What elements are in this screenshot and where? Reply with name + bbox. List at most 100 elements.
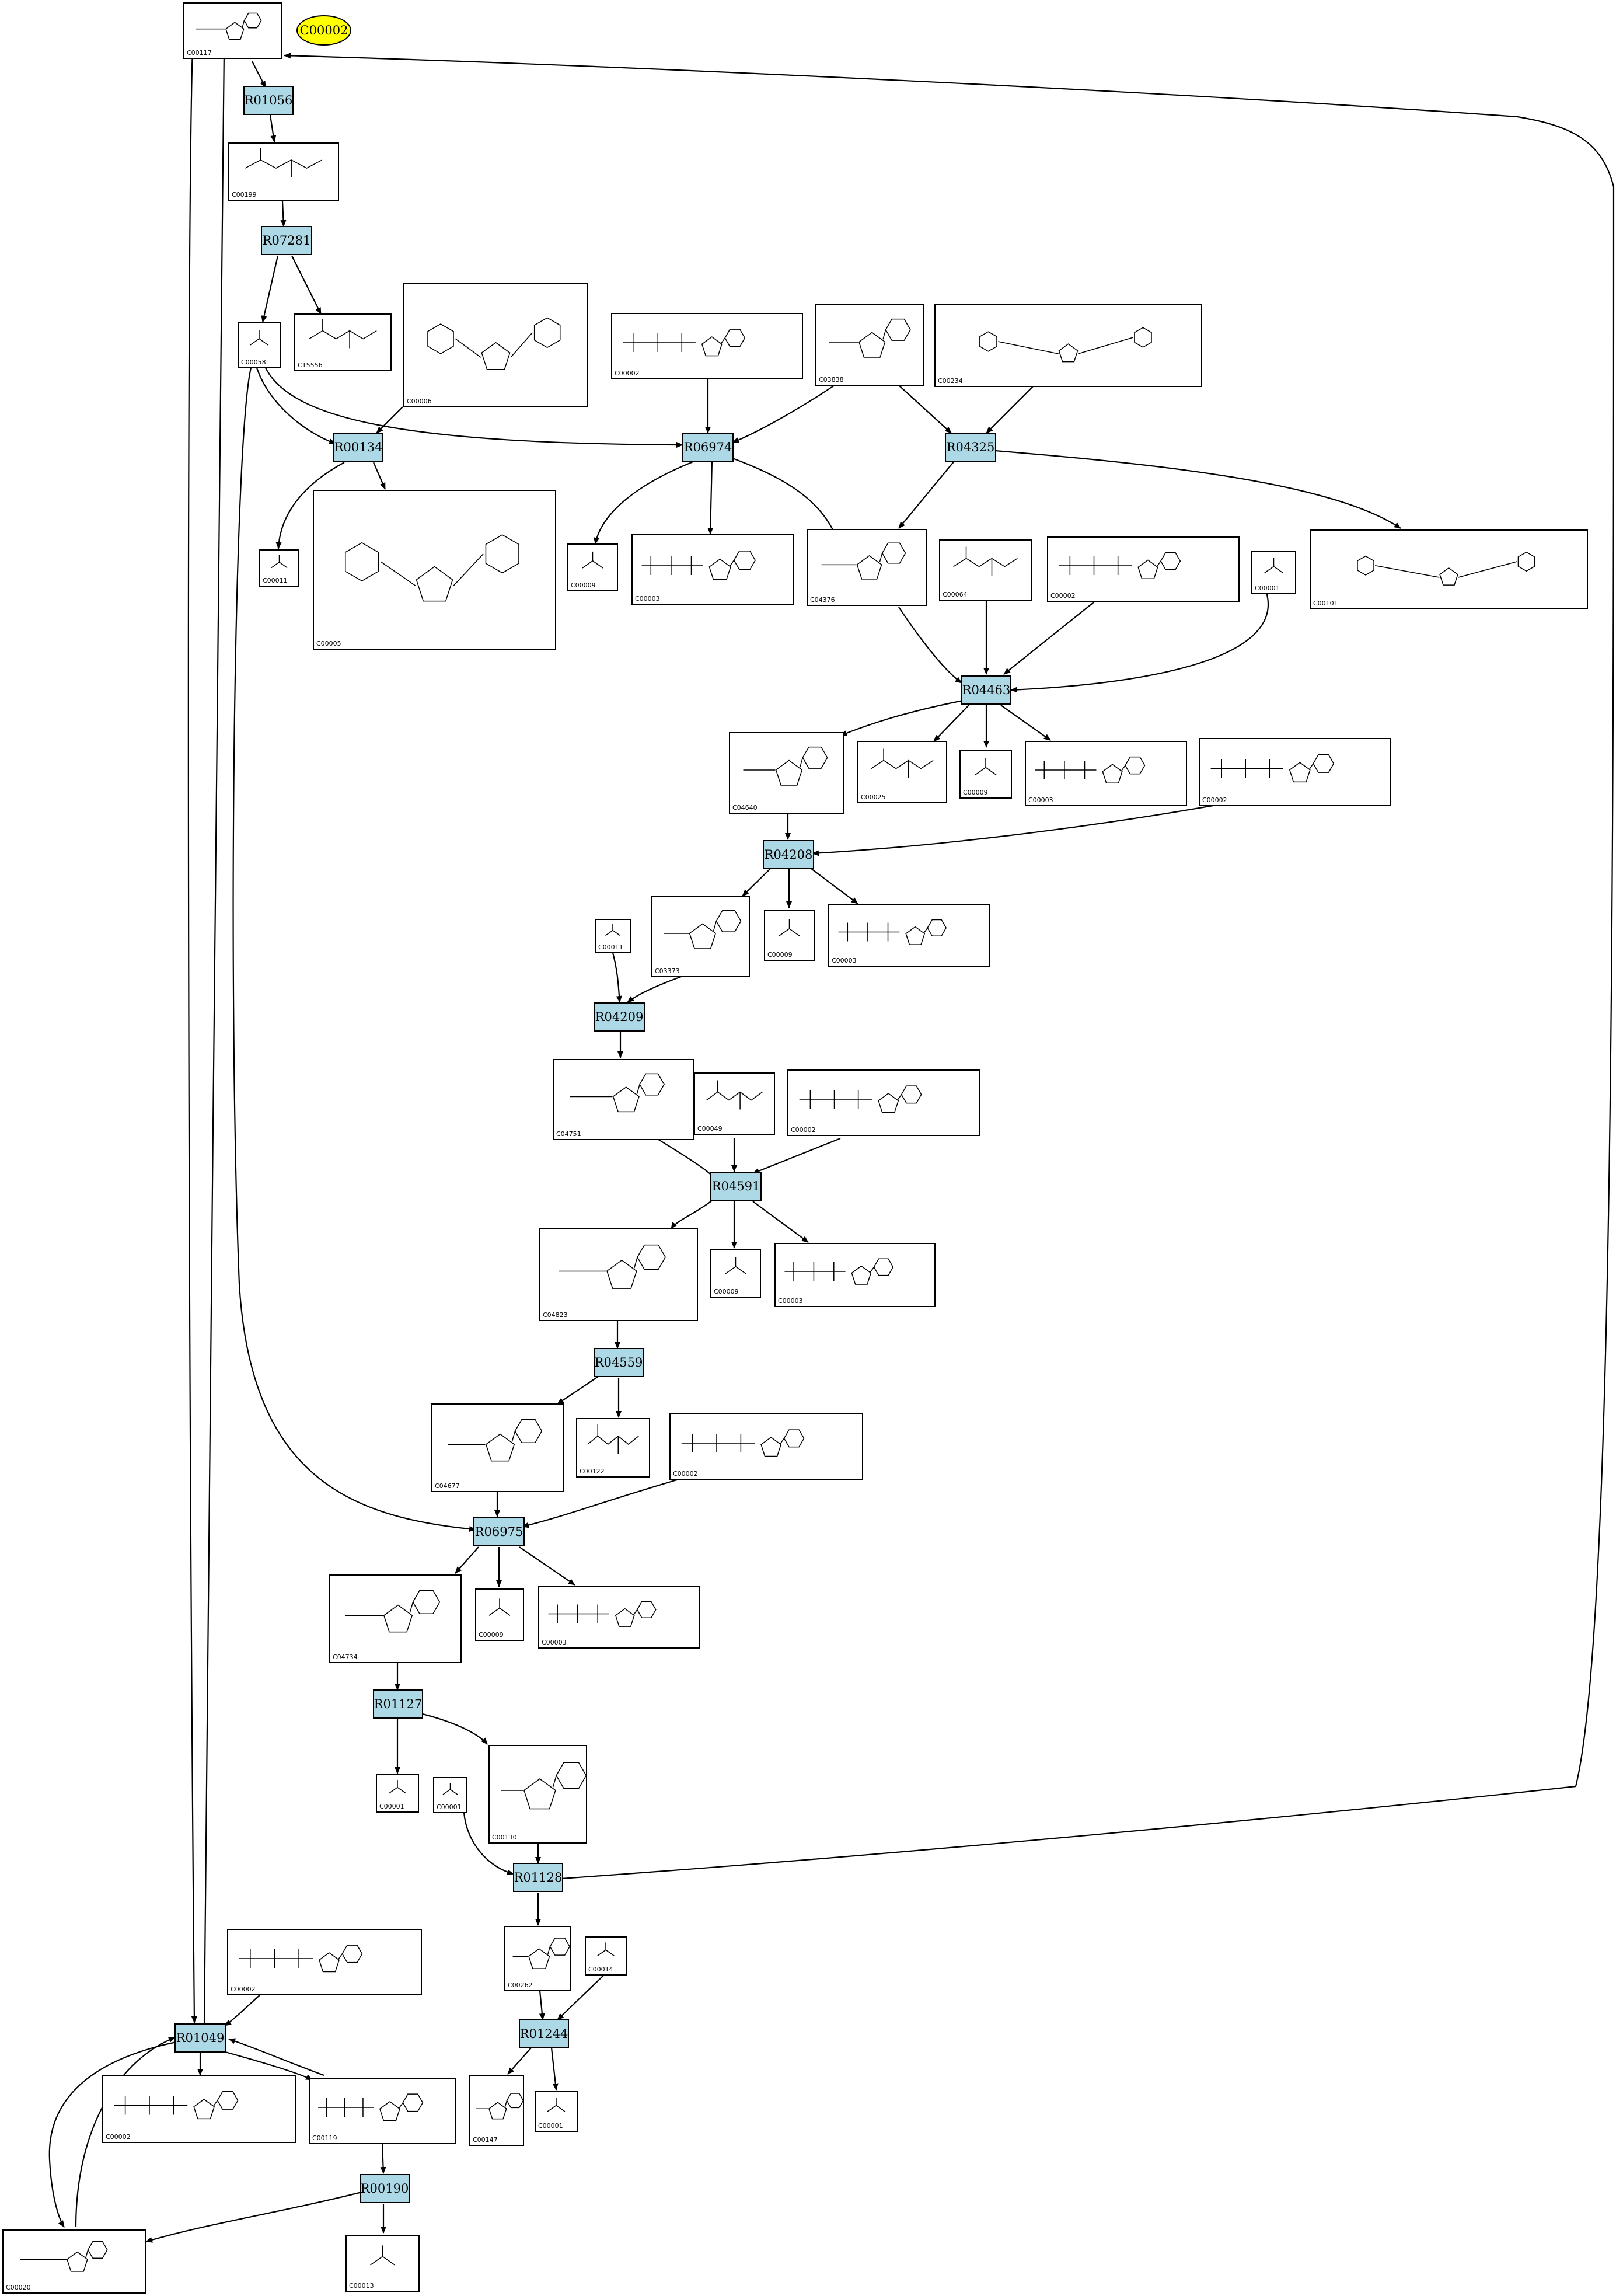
reaction-node[interactable]: R01127 [373, 1689, 423, 1719]
reaction-node[interactable]: R04559 [594, 1348, 644, 1377]
molecule-ring [856, 555, 882, 580]
compound-node[interactable]: C00001 [1251, 551, 1296, 594]
compound-box [576, 1418, 650, 1478]
compound-node[interactable]: C00002 [669, 1413, 863, 1480]
molecule-bond [882, 329, 886, 340]
compound-node[interactable]: C00003 [538, 1586, 700, 1649]
compound-node[interactable]: C00058 [238, 322, 281, 368]
molecule-ring [689, 923, 717, 949]
reaction-node[interactable]: R04325 [945, 433, 996, 462]
reaction-label: R01049 [176, 2031, 225, 2045]
highlight-node[interactable]: C00002 [296, 15, 351, 46]
compound-node[interactable]: C00001 [376, 1774, 419, 1813]
edge [187, 46, 197, 2023]
compound-node[interactable]: C03373 [651, 896, 750, 977]
compound-node[interactable]: C00009 [710, 1249, 761, 1298]
reaction-node[interactable]: R00134 [333, 433, 383, 462]
compound-node[interactable]: C00262 [504, 1926, 571, 1991]
reaction-node[interactable]: R01244 [519, 2019, 569, 2048]
molecule-bond [713, 921, 717, 931]
edge [752, 1201, 809, 1243]
edge [372, 462, 386, 490]
compound-box [228, 142, 339, 201]
molecule-bond [511, 1431, 516, 1442]
reaction-node[interactable]: R01049 [174, 2023, 226, 2053]
molecule-bond [605, 929, 620, 936]
reaction-label: R06975 [475, 1525, 523, 1539]
edge [612, 952, 622, 1003]
compound-node[interactable]: C00011 [595, 919, 631, 953]
compound-node[interactable]: C00002 [611, 313, 803, 379]
compound-box [1199, 738, 1391, 806]
compound-node[interactable]: C00014 [585, 1936, 627, 1976]
compound-node[interactable]: C03838 [815, 304, 924, 386]
compound-label: C00001 [1255, 584, 1280, 592]
molecule-ring [1102, 764, 1123, 783]
compound-box [651, 896, 750, 977]
reaction-node[interactable]: R04208 [763, 840, 814, 869]
compound-node[interactable]: C00003 [631, 534, 794, 605]
edge [145, 2191, 362, 2243]
compound-label: C00003 [778, 1297, 803, 1305]
compound-node[interactable]: C00003 [774, 1243, 936, 1307]
compound-node[interactable]: C00003 [1025, 741, 1187, 806]
compound-node[interactable]: C00147 [469, 2075, 524, 2146]
molecule-bond [455, 332, 533, 358]
molecule-ring [775, 759, 803, 786]
compound-node[interactable]: C00001 [433, 1777, 467, 1813]
compound-node[interactable]: C04751 [553, 1059, 694, 1140]
compound-node[interactable]: C00002 [1199, 738, 1391, 806]
compound-node[interactable]: C15556 [294, 313, 392, 371]
compound-label: C00130 [492, 1834, 517, 1841]
reaction-node[interactable]: R01056 [243, 86, 294, 115]
compound-node[interactable]: C00002 [227, 1929, 422, 1995]
compound-node[interactable]: C04677 [431, 1403, 564, 1492]
compound-node[interactable]: C00101 [1310, 529, 1588, 609]
compound-node[interactable]: C00049 [694, 1072, 775, 1135]
reaction-node[interactable]: R06974 [682, 433, 734, 462]
compound-node[interactable]: C04376 [807, 529, 927, 606]
compound-node[interactable]: C00002 [1047, 536, 1240, 602]
compound-node[interactable]: C00009 [959, 750, 1012, 799]
compound-node[interactable]: C00122 [576, 1418, 650, 1478]
compound-node[interactable]: C00064 [939, 539, 1032, 601]
compound-label: C15556 [298, 361, 323, 369]
reaction-node[interactable]: R04591 [710, 1172, 762, 1201]
compound-node[interactable]: C00002 [787, 1069, 980, 1136]
compound-node[interactable]: C04823 [539, 1228, 698, 1321]
compound-node[interactable]: C00025 [857, 741, 947, 803]
compound-node[interactable]: C00002 [102, 2075, 296, 2143]
compound-node[interactable]: C00005 [313, 490, 556, 650]
molecule-bond [1121, 765, 1126, 771]
reaction-node[interactable]: R07281 [261, 226, 312, 255]
molecule-ring [901, 1085, 922, 1104]
reaction-node[interactable]: R00190 [360, 2174, 410, 2203]
reaction-label: R01056 [245, 93, 293, 107]
reaction-node[interactable]: R06975 [473, 1517, 525, 1546]
reaction-label: R01244 [520, 2027, 568, 2041]
compound-node[interactable]: C00009 [567, 543, 618, 591]
reaction-node[interactable]: R04209 [594, 1002, 645, 1032]
molecule-chain [871, 759, 934, 769]
compound-node[interactable]: C00011 [259, 549, 299, 587]
compound-node[interactable]: C00003 [828, 904, 990, 967]
reaction-node[interactable]: R04463 [961, 675, 1011, 705]
compound-node[interactable]: C00001 [535, 2091, 578, 2132]
compound-label: C03838 [819, 376, 844, 384]
compound-node[interactable]: C00020 [2, 2229, 146, 2294]
edge [376, 406, 403, 434]
compound-node[interactable]: C04640 [729, 732, 844, 814]
compound-node[interactable]: C00130 [488, 1745, 587, 1844]
compound-node[interactable]: C04734 [329, 1574, 462, 1663]
molecule-bond [409, 1602, 414, 1613]
reaction-node[interactable]: R01128 [513, 1863, 563, 1892]
compound-node[interactable]: C00009 [764, 910, 815, 961]
compound-node[interactable]: C00117 [183, 2, 282, 59]
compound-node[interactable]: C00234 [934, 304, 1202, 387]
compound-node[interactable]: C00199 [228, 142, 339, 201]
compound-node[interactable]: C00013 [345, 2235, 420, 2292]
compound-node[interactable]: C00119 [309, 2078, 456, 2144]
compound-node[interactable]: C00009 [475, 1588, 524, 1641]
compound-node[interactable]: C00006 [403, 283, 588, 407]
edge [732, 457, 839, 541]
